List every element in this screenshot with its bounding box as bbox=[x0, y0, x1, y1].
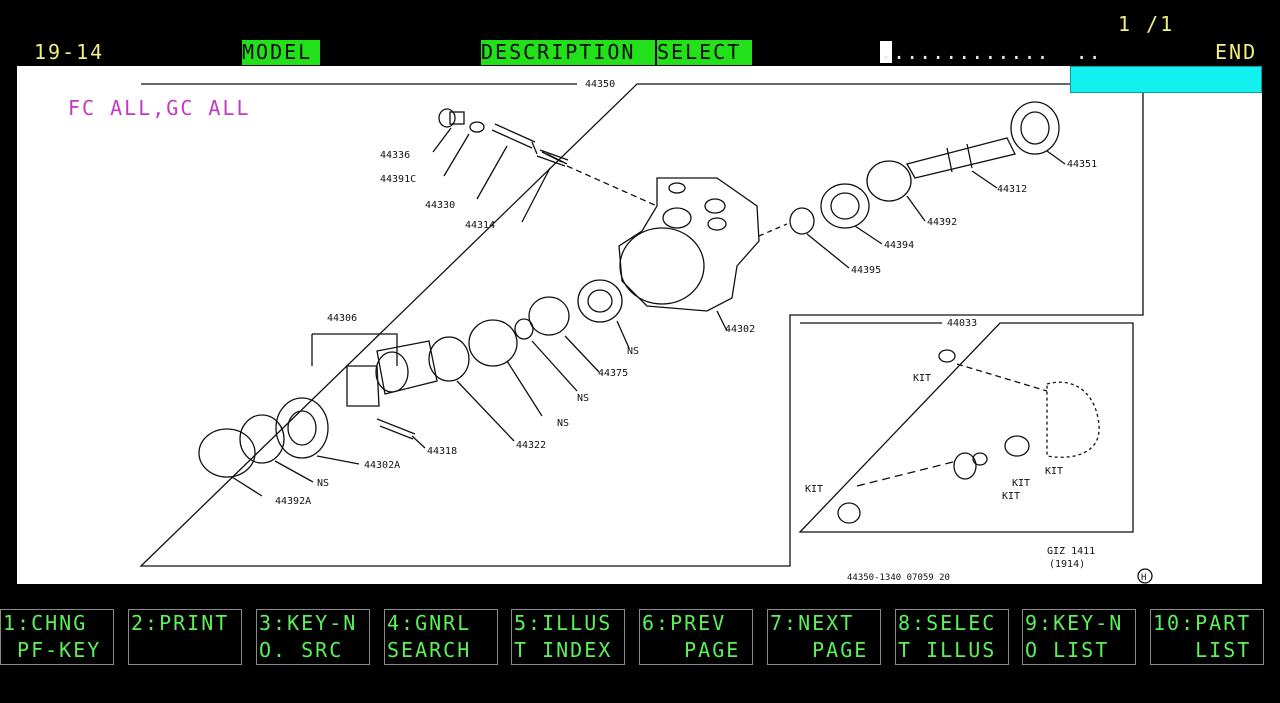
pf-key-4-general-search[interactable]: 4:GNRL SEARCH bbox=[384, 609, 498, 665]
assembly-label: 44350 bbox=[585, 79, 615, 90]
shaft-parts bbox=[758, 101, 1066, 269]
pf-key-3-line1: 3:KEY-N bbox=[259, 611, 358, 635]
pf-key-6-prev-page[interactable]: 6:PREV PAGE bbox=[639, 609, 753, 665]
label-kit-2: KIT bbox=[1045, 466, 1063, 477]
pf-key-3-keyno-search[interactable]: 3:KEY-N O. SRC bbox=[256, 609, 370, 665]
pf-key-5-line1: 5:ILLUS bbox=[514, 611, 613, 635]
parts-diagram: 44350 44033 44336 44391C 44330 44314 443… bbox=[139, 79, 1153, 584]
application-text: FC ALL,GC ALL bbox=[68, 96, 251, 120]
corner-mark: H bbox=[1141, 573, 1146, 583]
label-kit-4: KIT bbox=[1002, 491, 1020, 502]
label-ns-2: NS bbox=[577, 393, 589, 404]
pf-key-2-print[interactable]: 2:PRINT bbox=[128, 609, 242, 665]
pf-key-8-select-illus[interactable]: 8:SELEC T ILLUS bbox=[895, 609, 1009, 665]
label-ns-4: NS bbox=[317, 478, 329, 489]
sub-assembly-label: 44033 bbox=[947, 318, 977, 329]
label-44330: 44330 bbox=[425, 200, 455, 211]
pf-key-1-line1: 1:CHNG bbox=[3, 611, 88, 635]
corner-mark-circle bbox=[1137, 568, 1153, 584]
label-kit-1: KIT bbox=[913, 373, 931, 384]
label-ns-1: NS bbox=[627, 346, 639, 357]
pf-key-10-line1: 10:PART bbox=[1153, 611, 1252, 635]
rotor-parts bbox=[198, 279, 630, 497]
figure-reference: 44350-1340 07059 20 bbox=[847, 573, 950, 583]
pf-key-10-line2: LIST bbox=[1153, 638, 1252, 662]
pf-key-4-line1: 4:GNRL bbox=[387, 611, 472, 635]
label-ns-3: NS bbox=[557, 418, 569, 429]
label-44351: 44351 bbox=[1067, 159, 1097, 170]
label-44336: 44336 bbox=[380, 150, 410, 161]
pf-key-5-line2: T INDEX bbox=[514, 638, 613, 662]
pf-key-9-line1: 9:KEY-N bbox=[1025, 611, 1124, 635]
label-44392: 44392 bbox=[927, 217, 957, 228]
figure-code: GIZ 1411 bbox=[1047, 546, 1095, 557]
pf-key-9-keyno-list[interactable]: 9:KEY-N O LIST bbox=[1022, 609, 1136, 665]
pf-key-bar: 1:CHNG PF-KEY 2:PRINT 3:KEY-N O. SRC 4:GN… bbox=[0, 609, 1280, 669]
label-kit-3: KIT bbox=[1012, 478, 1030, 489]
label-44306: 44306 bbox=[327, 313, 357, 324]
label-44314: 44314 bbox=[465, 220, 495, 231]
description-field[interactable]: DESCRIPTION bbox=[481, 40, 655, 65]
pf-key-10-part-list[interactable]: 10:PART LIST bbox=[1150, 609, 1264, 665]
label-44392a: 44392A bbox=[275, 496, 311, 507]
label-44302: 44302 bbox=[725, 324, 755, 335]
status-indicator-box bbox=[1070, 66, 1262, 93]
figure-sub-code: (1914) bbox=[1049, 559, 1085, 570]
page-counter: 1 /1 bbox=[1118, 12, 1175, 36]
label-44395: 44395 bbox=[851, 265, 881, 276]
command-input[interactable]: ............. .. bbox=[880, 40, 1102, 64]
label-44322: 44322 bbox=[516, 440, 546, 451]
pf-key-8-line2: T ILLUS bbox=[898, 638, 997, 662]
select-field[interactable]: SELECT bbox=[656, 40, 752, 65]
pf-key-9-line2: O LIST bbox=[1025, 638, 1110, 662]
kit-parts bbox=[837, 349, 1100, 524]
pf-key-7-line1: 7:NEXT bbox=[770, 611, 855, 635]
bottom-strip bbox=[0, 669, 1280, 703]
label-kit-5: KIT bbox=[805, 484, 823, 495]
sub-assembly-frame bbox=[798, 322, 1134, 533]
label-44318: 44318 bbox=[427, 446, 457, 457]
screen-code: 19-14 bbox=[34, 40, 105, 64]
pf-key-2-line1: 2:PRINT bbox=[131, 611, 230, 635]
assembly-frame bbox=[139, 83, 1144, 567]
illustration-panel bbox=[17, 66, 1262, 584]
end-label: END bbox=[1215, 40, 1258, 64]
pf-key-1-change-pf-key[interactable]: 1:CHNG PF-KEY bbox=[0, 609, 114, 665]
pf-key-7-next-page[interactable]: 7:NEXT PAGE bbox=[767, 609, 881, 665]
input-cursor bbox=[880, 41, 892, 63]
pf-key-1-line2: PF-KEY bbox=[3, 638, 102, 662]
valve-parts bbox=[432, 108, 658, 223]
label-44302a: 44302A bbox=[364, 460, 400, 471]
label-44375: 44375 bbox=[598, 368, 628, 379]
pf-key-7-line2: PAGE bbox=[770, 638, 869, 662]
pf-key-5-illust-index[interactable]: 5:ILLUS T INDEX bbox=[511, 609, 625, 665]
label-44394: 44394 bbox=[884, 240, 914, 251]
label-44391c: 44391C bbox=[380, 174, 416, 185]
pf-key-8-line1: 8:SELEC bbox=[898, 611, 997, 635]
model-field[interactable]: MODEL bbox=[242, 40, 320, 65]
label-44312: 44312 bbox=[997, 184, 1027, 195]
pf-key-6-line2: PAGE bbox=[642, 638, 741, 662]
pump-housing bbox=[618, 177, 760, 312]
pf-key-3-line2: O. SRC bbox=[259, 638, 344, 662]
pf-key-6-line1: 6:PREV bbox=[642, 611, 727, 635]
pf-key-4-line2: SEARCH bbox=[387, 638, 472, 662]
